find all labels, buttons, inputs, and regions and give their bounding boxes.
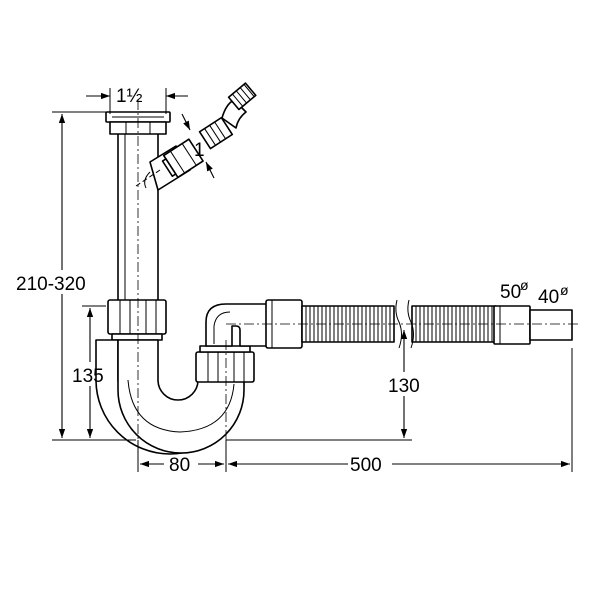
dim-inlet-size: 1½ [86, 86, 188, 114]
dimensions: 1½ 1 210-320 135 130 [16, 86, 573, 476]
outlet-diameter-large-label: 50 [500, 282, 521, 303]
dim-hose-length: 500 [228, 348, 573, 476]
dim-trap-height: 135 [72, 305, 106, 438]
u-bend [95, 339, 245, 455]
hose-connector [198, 82, 257, 150]
dim-total-height: 210-320 [16, 111, 136, 441]
dim-outlet-height: 130 [226, 330, 420, 441]
trap-height-label: 135 [72, 366, 104, 387]
inlet-tube [117, 129, 159, 309]
hose-break-mark [395, 299, 414, 349]
hose-end-fitting [493, 305, 573, 345]
trap-width-label: 80 [169, 455, 190, 476]
diameter-symbol-small: ø [560, 282, 569, 298]
diameter-symbol-large: ø [520, 277, 529, 293]
trap-nut-right [195, 345, 255, 383]
inlet-size-label: 1½ [116, 86, 143, 107]
total-height-label: 210-320 [16, 274, 86, 295]
hose-length-label: 500 [350, 455, 382, 476]
siphon-assembly [95, 82, 580, 455]
outlet-diameter-small-label: 40 [538, 287, 559, 308]
outlet-elbow [205, 303, 271, 347]
outlet-height-label: 130 [388, 376, 420, 397]
dim-trap-width: 80 [137, 440, 227, 476]
hose-connector-size-label: 1 [194, 140, 205, 161]
branch-nut [161, 138, 204, 179]
dim-hose-connector: 1 [181, 113, 215, 179]
dim-outlet-diameters: 50 ø 40 ø [500, 277, 569, 308]
trap-nut-left [107, 299, 167, 341]
